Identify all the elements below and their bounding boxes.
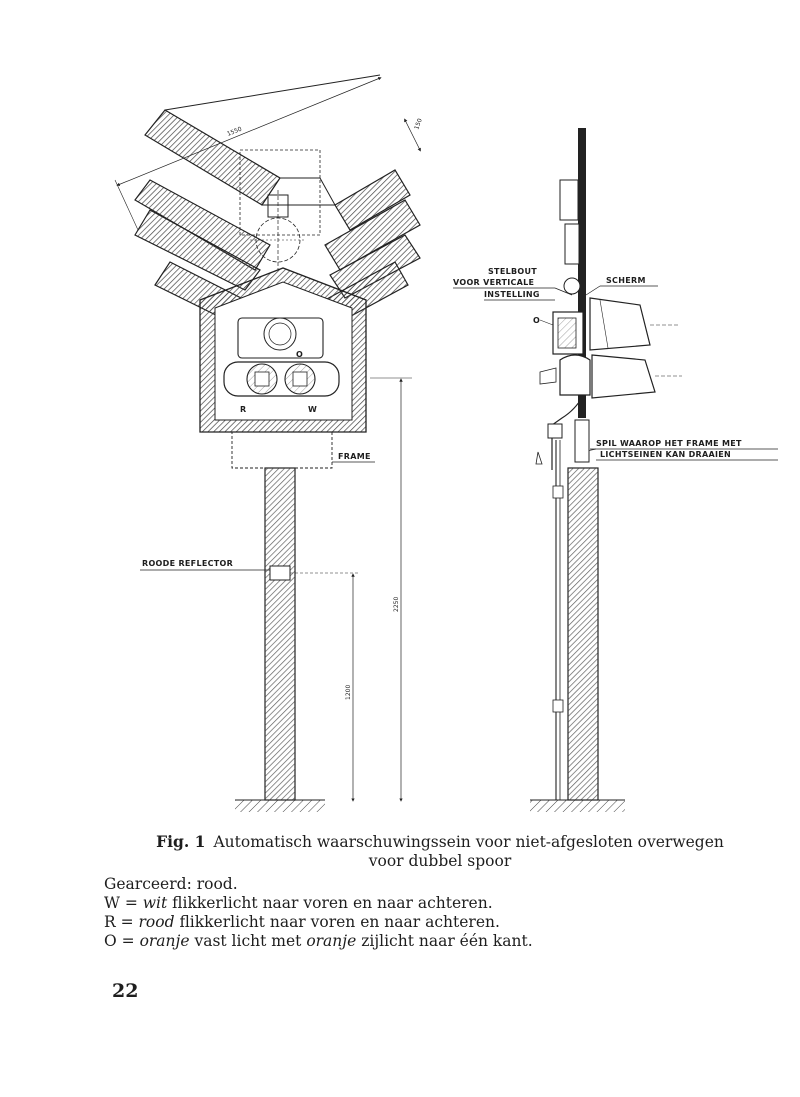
signal-drawing: O R W FRAME ROODE REFLECTOR 1 [114,74,778,812]
side-pole [552,440,599,801]
lamp-o-label: O [296,350,303,359]
stelbout-callout: STELBOUT VOOR VERTICALE INSTELLING [453,267,573,301]
spil-callout: SPIL WAAROP HET FRAME MET LICHTSEINEN KA… [581,439,778,461]
dim-150: 150 [413,117,424,130]
legend-hatched: Gearceerd: rood. [104,875,238,893]
side-view: O STELBOUT VOOR VERTICALE INSTELLING SCH… [453,128,778,812]
lamp-r-label: R [240,405,246,414]
figure-number: Fig. 1 [156,832,206,851]
roode-reflector-label: ROODE REFLECTOR [142,559,233,568]
stelbout-label-2: VOOR VERTICALE [453,278,534,287]
lamp-w-label: W [308,405,317,414]
lamp-housing: O R W [199,267,367,433]
stelbout-label-1: STELBOUT [488,267,537,276]
scherm-label: SCHERM [606,276,646,285]
front-view: O R W FRAME ROODE REFLECTOR 1 [114,74,424,812]
frame-box [231,431,333,469]
lower-cross-sign [134,179,421,299]
caption-line-2: voor dubbel spoor [368,852,512,870]
figure-caption: Fig. 1 Automatisch waarschuwingssein voor… [110,832,770,871]
legend-o: O = oranje vast licht met oranje zijlich… [104,932,533,950]
front-ground [235,800,325,812]
side-lamp-upper: O [533,297,680,355]
side-o-label: O [533,316,540,325]
front-pole [264,467,296,801]
red-reflector [269,565,291,581]
stelbout-label-3: INSTELLING [484,290,540,299]
dim-1550: 1550 [226,126,243,138]
frame-label: FRAME [338,452,371,461]
caption-line-1: Automatisch waarschuwingssein voor niet-… [213,833,724,851]
spil-label-2: LICHTSEINEN KAN DRAAIEN [600,450,731,459]
legend: Gearceerd: rood. W = wit flikkerlicht na… [104,875,533,951]
dim-1200: 1200 [345,685,352,700]
legend-w: W = wit flikkerlicht naar voren en naar … [104,894,493,912]
page-number: 22 [112,980,139,1002]
scherm-plate [578,128,586,418]
side-ground [530,800,625,812]
spil-label-1: SPIL WAAROP HET FRAME MET [596,439,742,448]
dim-2250: 2250 [393,597,400,612]
side-lamp-lower [539,354,682,399]
legend-r: R = rood flikkerlicht naar voren en naar… [104,913,500,931]
scherm-callout: SCHERM [585,276,658,296]
